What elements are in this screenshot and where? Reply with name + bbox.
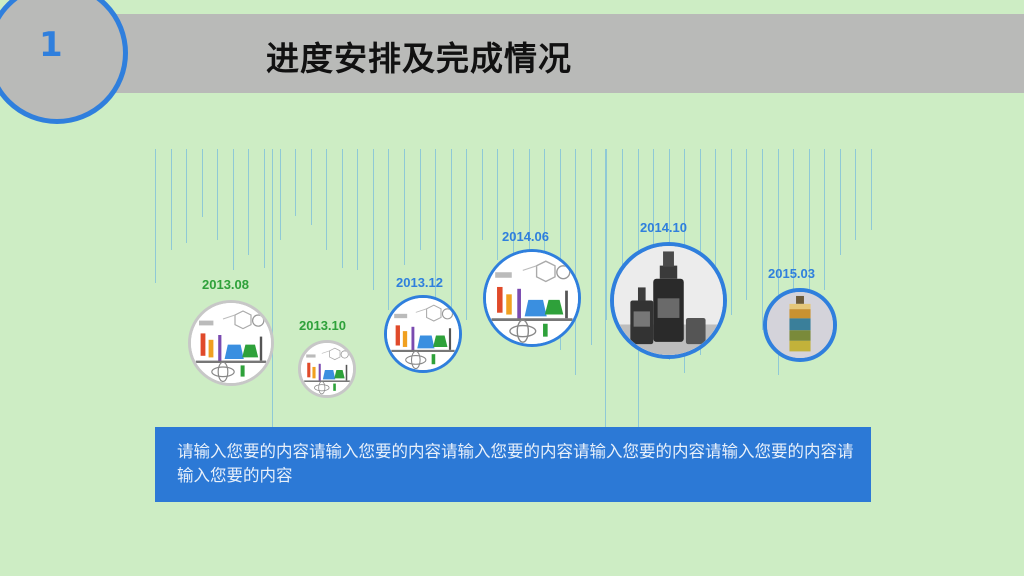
milestone-date: 2013.08 xyxy=(202,277,249,292)
milestone-date: 2014.10 xyxy=(640,220,687,235)
lab-equipment-icon xyxy=(188,300,274,386)
title-bar xyxy=(0,14,1024,93)
lab-equipment-icon xyxy=(298,340,356,398)
slide-number: 1 xyxy=(39,25,63,65)
milestone-date: 2015.03 xyxy=(768,266,815,281)
milestone-date: 2013.12 xyxy=(396,275,443,290)
page-title: 进度安排及完成情况 xyxy=(266,39,572,78)
lab-equipment-icon xyxy=(483,249,581,347)
bottles-photo xyxy=(610,242,727,359)
milestone-date: 2014.06 xyxy=(502,229,549,244)
description-box: 请输入您要的内容请输入您要的内容请输入您要的内容请输入您要的内容请输入您要的内容… xyxy=(155,427,871,502)
slide-number-circle: 1 xyxy=(0,0,128,124)
lab-equipment-icon xyxy=(384,295,462,373)
milestone-date: 2013.10 xyxy=(299,318,346,333)
description-text: 请输入您要的内容请输入您要的内容请输入您要的内容请输入您要的内容请输入您要的内容… xyxy=(177,442,854,485)
bottle-photo xyxy=(763,288,837,362)
